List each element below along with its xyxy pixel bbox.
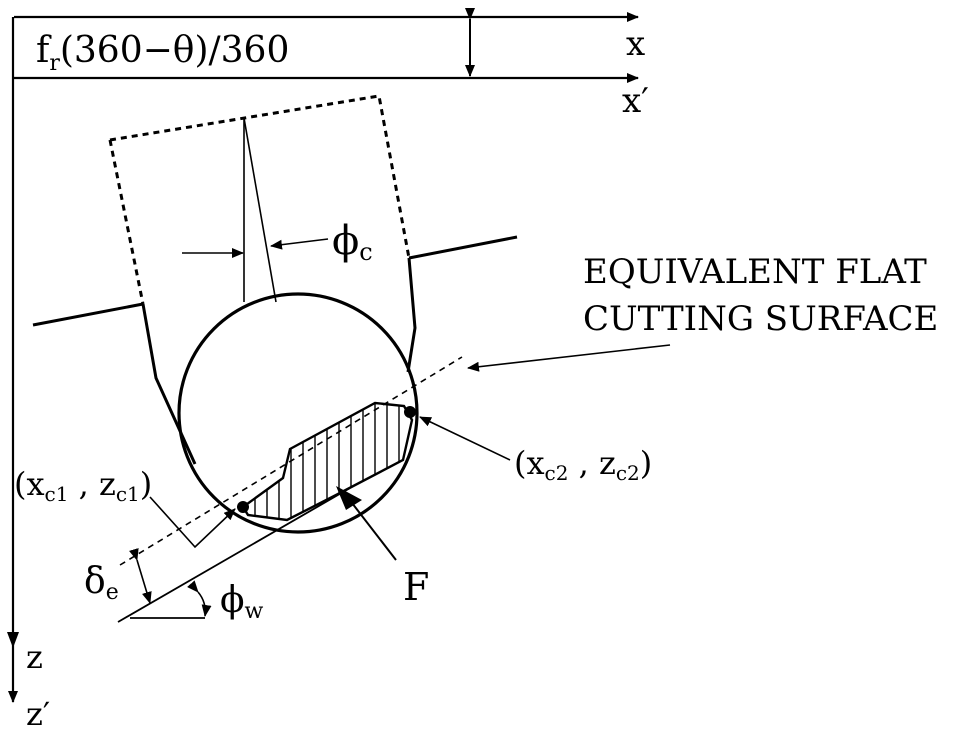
z-axis-mid-arrowhead: [7, 632, 19, 648]
point-1-label: (xc1 , zc1): [14, 465, 152, 506]
phi-c-dimension: [182, 238, 329, 258]
tool-centerline: [243, 117, 277, 303]
leader-point-2: [419, 416, 511, 461]
x-axis-label: x: [626, 24, 645, 64]
force-label: F: [403, 565, 429, 609]
phi-w-label: ϕw: [220, 580, 264, 624]
machined-surface-line: [117, 487, 351, 623]
z-prime-axis-label: z′: [26, 695, 50, 731]
phi-c-label: ϕc: [332, 218, 373, 266]
equivalent-flat-surface-line: [119, 356, 463, 566]
point-2-label: (xc2 , zc2): [514, 444, 652, 485]
tool-nose-circle: [177, 292, 419, 534]
delta-e-label: δe: [84, 561, 119, 605]
contact-point-1: [237, 501, 249, 513]
offset-formula-label: fr(360−θ)/360: [36, 30, 289, 76]
delta-e-arrow: [129, 548, 152, 604]
equivalent-surface-label-line1: EQUIVALENT FLAT: [583, 252, 927, 292]
chip-area: [241, 401, 414, 522]
phi-w-arc: [187, 580, 212, 617]
tool-outline-dashed: [108, 94, 411, 305]
x-prime-axis-label: x′: [622, 81, 649, 121]
force-arrow: [336, 486, 397, 561]
z-axis-label: z: [26, 638, 43, 676]
axes: [7, 12, 639, 703]
equivalent-surface-label-line2: CUTTING SURFACE: [583, 299, 938, 339]
leader-equivalent-surface: [467, 344, 671, 372]
workpiece-surface: [32, 235, 518, 465]
leader-point-1: [149, 496, 236, 549]
contact-point-2: [404, 406, 416, 418]
